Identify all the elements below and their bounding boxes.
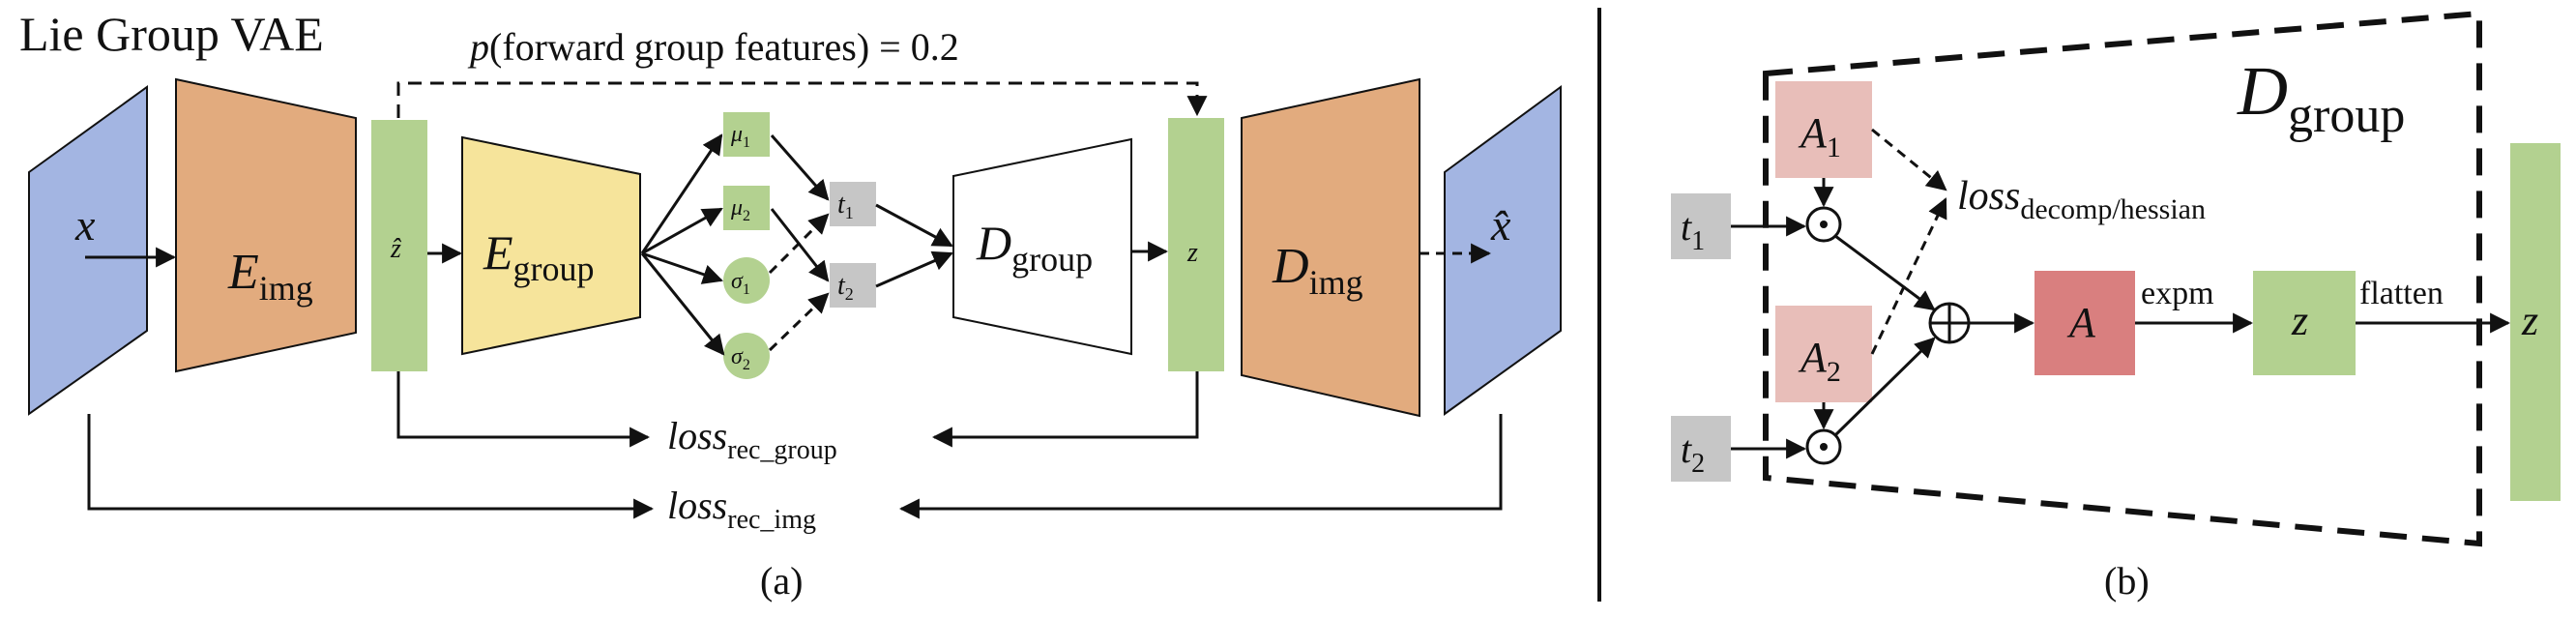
latent-z-hat-label: ẑ	[390, 234, 402, 264]
arrow-to-mu1	[640, 133, 723, 254]
a1-label: A1	[1798, 109, 1841, 163]
latent-z	[1168, 118, 1224, 371]
dgroup-trapezoid	[1763, 10, 2482, 547]
panel-b-title: Dgroup	[2237, 52, 2405, 143]
caption-b: (b)	[2104, 559, 2150, 603]
input-label: x	[74, 200, 96, 250]
flatten-label: flatten	[2359, 276, 2444, 311]
latent-z-label: z	[1186, 238, 1198, 268]
arrow-mu1-to-t1	[770, 134, 830, 201]
odot-1-center	[1820, 221, 1828, 228]
loss-decomp-hessian: lossdecomp/hessian	[1957, 174, 2206, 225]
loss-group-left-line	[396, 371, 651, 448]
sigma2-label: σ2	[731, 344, 750, 373]
encoder-img	[175, 77, 357, 373]
input-image-x	[28, 85, 148, 416]
t2-label: t2	[837, 271, 854, 304]
arrow-sigma2-to-t2	[768, 292, 830, 352]
sigma2-circle	[723, 333, 770, 379]
skip-connection-arrow	[396, 81, 1208, 118]
mu1-label: μ1	[730, 122, 750, 151]
a-matrix-label: A	[2066, 299, 2096, 346]
loss-rec-img: lossrec_img	[667, 484, 816, 535]
sigma1-circle	[723, 257, 770, 304]
loss-img-left-line	[87, 414, 655, 519]
b-z-flat-bar	[2510, 143, 2561, 501]
t1-label: t1	[837, 190, 854, 222]
loss-group-right-line	[931, 371, 1199, 448]
a1-box	[1775, 81, 1872, 178]
odot-2-center	[1820, 443, 1828, 451]
loss-rec-group: lossrec_group	[667, 414, 837, 465]
mu2-box	[723, 186, 770, 230]
arrow-odot1-to-oplus	[1834, 234, 1936, 311]
b-t1-box	[1671, 193, 1731, 259]
decoder-img	[1241, 77, 1420, 418]
mu2-label: μ2	[730, 195, 750, 224]
decoder-group	[952, 137, 1132, 356]
decoder-img-label: Dimg	[1272, 239, 1363, 302]
arrow-a1-to-loss	[1871, 128, 1947, 191]
panel-a-title: Lie Group VAE	[19, 7, 324, 61]
t1-box	[830, 182, 876, 226]
b-z-label: z	[2291, 297, 2308, 344]
sigma1-label: σ1	[731, 269, 750, 298]
arrow-to-sigma2	[640, 252, 725, 356]
arrow-to-mu2	[641, 207, 723, 255]
expm-label: expm	[2141, 276, 2214, 311]
mu1-box	[723, 112, 770, 157]
b-t2-box	[1671, 416, 1731, 482]
arrow-t2-to-dgroup	[875, 250, 953, 288]
skip-connection-label: p(forward group features) = 0.2	[467, 25, 959, 69]
encoder-img-label: Eimg	[227, 245, 313, 308]
arrow-t1-to-dgroup	[875, 203, 953, 248]
b-z-box	[2253, 271, 2356, 375]
encoder-group	[461, 135, 641, 356]
b-t2-label: t2	[1681, 427, 1705, 479]
loss-img-right-line	[898, 414, 1503, 519]
arrow-to-sigma1	[641, 251, 723, 284]
output-label: x̂	[1490, 200, 1511, 250]
t2-box	[830, 263, 876, 308]
arrow-odot2-to-oplus	[1833, 337, 1936, 437]
caption-a: (a)	[760, 559, 803, 603]
encoder-group-label: Egroup	[483, 225, 595, 288]
arrow-a2-to-loss	[1870, 197, 1947, 355]
a2-box	[1775, 306, 1872, 402]
arrow-sigma1-to-t1	[768, 213, 830, 275]
output-image-x-hat	[1444, 85, 1562, 416]
b-z-flat-label: z	[2521, 297, 2538, 344]
a-matrix-box	[2034, 271, 2135, 375]
b-t1-label: t1	[1681, 205, 1705, 256]
a2-label: A2	[1798, 334, 1841, 388]
latent-z-hat	[371, 120, 427, 371]
decoder-group-label: Dgroup	[976, 216, 1093, 279]
